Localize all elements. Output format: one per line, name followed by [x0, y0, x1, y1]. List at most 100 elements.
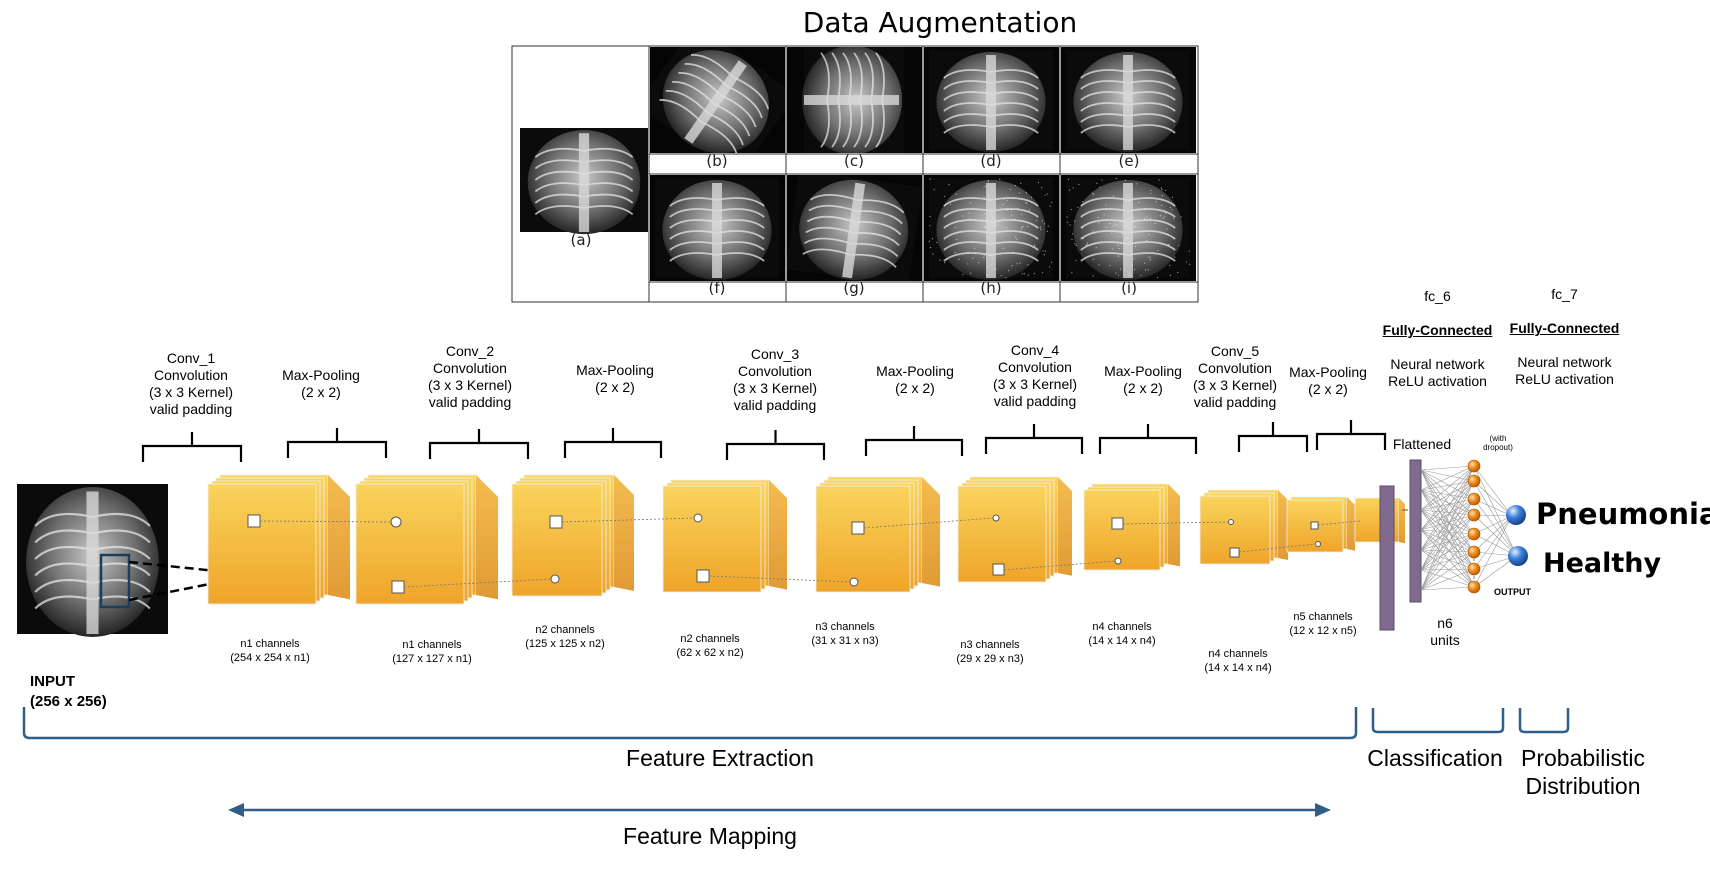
feature-map-side: [1168, 484, 1180, 566]
augmentation-image-d: [924, 47, 1059, 153]
noise-dot: [1040, 229, 1041, 230]
noise-dot: [948, 184, 949, 185]
noise-dot: [1186, 261, 1187, 262]
noise-dot: [1021, 213, 1022, 214]
noise-dot: [1165, 190, 1166, 191]
feature-map-slice: [816, 486, 910, 592]
pool2-patch: [697, 570, 709, 582]
noise-dot: [1129, 275, 1130, 276]
noise-dot: [967, 263, 968, 264]
noise-dot: [1047, 231, 1048, 232]
conv2-dims-text: (125 x 125 x n2): [495, 637, 635, 651]
noise-dot: [983, 197, 984, 198]
fc7-desc: Neural network ReLU activation: [1497, 354, 1632, 388]
xray-spine: [712, 183, 722, 278]
noise-dot: [1092, 275, 1093, 276]
noise-dot: [1148, 234, 1149, 235]
noise-dot: [1132, 264, 1133, 265]
noise-dot: [1101, 179, 1102, 180]
dropout-label: (with dropout): [1463, 434, 1533, 452]
input-title: INPUT: [30, 672, 107, 692]
noise-dot: [1170, 207, 1171, 208]
noise-dot: [1104, 214, 1105, 215]
dense-connection: [1474, 516, 1512, 534]
noise-dot: [1092, 193, 1093, 194]
noise-dot: [1157, 250, 1158, 251]
noise-dot: [930, 247, 931, 248]
layer-bracket-5: [727, 430, 824, 460]
conv3-feature-map: [816, 477, 940, 592]
feature-map-side: [1058, 477, 1072, 576]
dense-neuron-4: [1468, 509, 1480, 521]
pool1-patch: [392, 581, 404, 593]
layer-bracket-2: [288, 428, 386, 458]
noise-dot: [1125, 257, 1126, 258]
conv2-channels-text: n2 channels: [495, 623, 635, 637]
conv5-dims-text: (12 x 12 x n5): [1253, 624, 1393, 638]
augmentation-caption-e: (e): [1119, 152, 1140, 170]
noise-dot: [1006, 210, 1007, 211]
noise-dot: [1173, 218, 1174, 219]
conv2-feature-map: [512, 475, 634, 596]
noise-dot: [995, 225, 996, 226]
noise-dot: [1113, 225, 1114, 226]
noise-dot: [1120, 268, 1121, 269]
pool1-title: Max-Pooling (2 x 2): [266, 367, 376, 401]
stage-feature-extraction: Feature Extraction: [570, 744, 870, 772]
layer-bracket-9: [1239, 422, 1307, 452]
conv5-feature-map: [1287, 497, 1355, 552]
feature-map-side: [1399, 498, 1405, 543]
noise-dot: [929, 241, 930, 242]
stage-probabilistic: Probabilistic Distribution: [1508, 744, 1658, 800]
noise-dot: [1015, 185, 1016, 186]
fc6-bar: [1410, 460, 1421, 602]
noise-dot: [1145, 269, 1146, 270]
noise-dot: [1042, 250, 1043, 251]
pool5-title: Max-Pooling (2 x 2): [1273, 364, 1383, 398]
fc6-label: fc_6 Fully-Connected Neural network ReLU…: [1370, 271, 1505, 407]
fc7-label: fc_7 Fully-Connected Neural network ReLU…: [1497, 269, 1632, 405]
conv3-channels-text: n3 channels: [775, 620, 915, 634]
pool4-dims: n4 channels(14 x 14 x n4): [1168, 647, 1308, 675]
output-node-healthy: [1508, 546, 1528, 566]
xray-image: [802, 38, 904, 162]
augmentation-caption-c: (c): [844, 152, 864, 170]
pool2-point: [694, 514, 702, 522]
noise-dot: [1006, 200, 1007, 201]
noise-dot: [1031, 197, 1032, 198]
noise-dot: [1078, 184, 1079, 185]
noise-dot: [1148, 257, 1149, 258]
conv1-feature-map: [208, 475, 350, 604]
layer-bracket-8: [1100, 424, 1196, 454]
conv1-title: Conv_1 Convolution (3 x 3 Kernel) valid …: [131, 350, 251, 418]
noise-dot: [1045, 194, 1046, 195]
conv3-dims: n3 channels(31 x 31 x n3): [775, 620, 915, 648]
conv4-channels-text: n4 channels: [1052, 620, 1192, 634]
xray-image: [929, 50, 1053, 152]
noise-dot: [936, 242, 937, 243]
noise-dot: [1096, 183, 1097, 184]
noise-dot: [1077, 207, 1078, 208]
noise-dot: [1133, 259, 1134, 260]
noise-dot: [1038, 182, 1039, 183]
noise-dot: [1112, 248, 1113, 249]
noise-dot: [1042, 272, 1043, 273]
noise-dot: [1048, 226, 1049, 227]
layer-bracket-1: [143, 432, 241, 462]
noise-dot: [1172, 197, 1173, 198]
noise-dot: [1126, 201, 1127, 202]
noise-dot: [1148, 269, 1149, 270]
fc7-type: Fully-Connected: [1497, 320, 1632, 337]
units-name: n6: [1420, 615, 1470, 632]
noise-dot: [1011, 214, 1012, 215]
layer-bracket-7: [986, 424, 1082, 454]
noise-dot: [1105, 209, 1106, 210]
noise-dot: [1002, 204, 1003, 205]
noise-dot: [1105, 204, 1106, 205]
noise-dot: [1083, 238, 1084, 239]
noise-dot: [1181, 216, 1182, 217]
feature-map-side: [922, 477, 940, 587]
noise-dot: [1126, 237, 1127, 238]
noise-dot: [1069, 224, 1070, 225]
noise-dot: [1163, 218, 1164, 219]
